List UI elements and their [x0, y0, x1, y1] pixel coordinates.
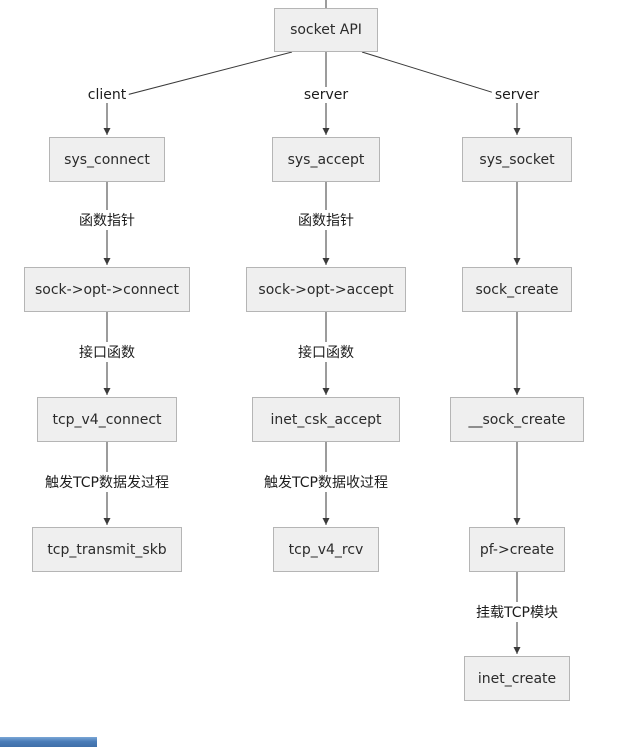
node-tcp-transmit-skb: tcp_transmit_skb	[32, 527, 182, 572]
node-inet-create: inet_create	[464, 656, 570, 701]
edge-label-interface-function-server: 接口函数	[295, 342, 357, 362]
node-pf-create: pf->create	[469, 527, 565, 572]
edge-label-interface-function-client: 接口函数	[76, 342, 138, 362]
node-tcp-v4-connect: tcp_v4_connect	[37, 397, 177, 442]
node-sock-create: sock_create	[462, 267, 572, 312]
edge-label-function-pointer-server: 函数指针	[295, 210, 357, 230]
edge-label-server-right: server	[491, 87, 543, 103]
node-socket-api: socket API	[274, 8, 378, 52]
node-sys-socket: sys_socket	[462, 137, 572, 182]
edge-label-tcp-send-process: 触发TCP数据发过程	[42, 472, 172, 492]
node-underscore-sock-create: __sock_create	[450, 397, 584, 442]
bottom-blue-bar	[0, 737, 97, 747]
edge-label-function-pointer-client: 函数指针	[76, 210, 138, 230]
node-sys-accept: sys_accept	[272, 137, 380, 182]
edge-label-client: client	[84, 87, 130, 103]
node-inet-csk-accept: inet_csk_accept	[252, 397, 400, 442]
node-sock-opt-connect: sock->opt->connect	[24, 267, 190, 312]
node-sock-opt-accept: sock->opt->accept	[246, 267, 406, 312]
edge-label-tcp-receive-process: 触发TCP数据收过程	[261, 472, 391, 492]
node-sys-connect: sys_connect	[49, 137, 165, 182]
edge-label-server-middle: server	[300, 87, 352, 103]
edge-label-mount-tcp-module: 挂载TCP模块	[473, 602, 561, 622]
node-tcp-v4-rcv: tcp_v4_rcv	[273, 527, 379, 572]
